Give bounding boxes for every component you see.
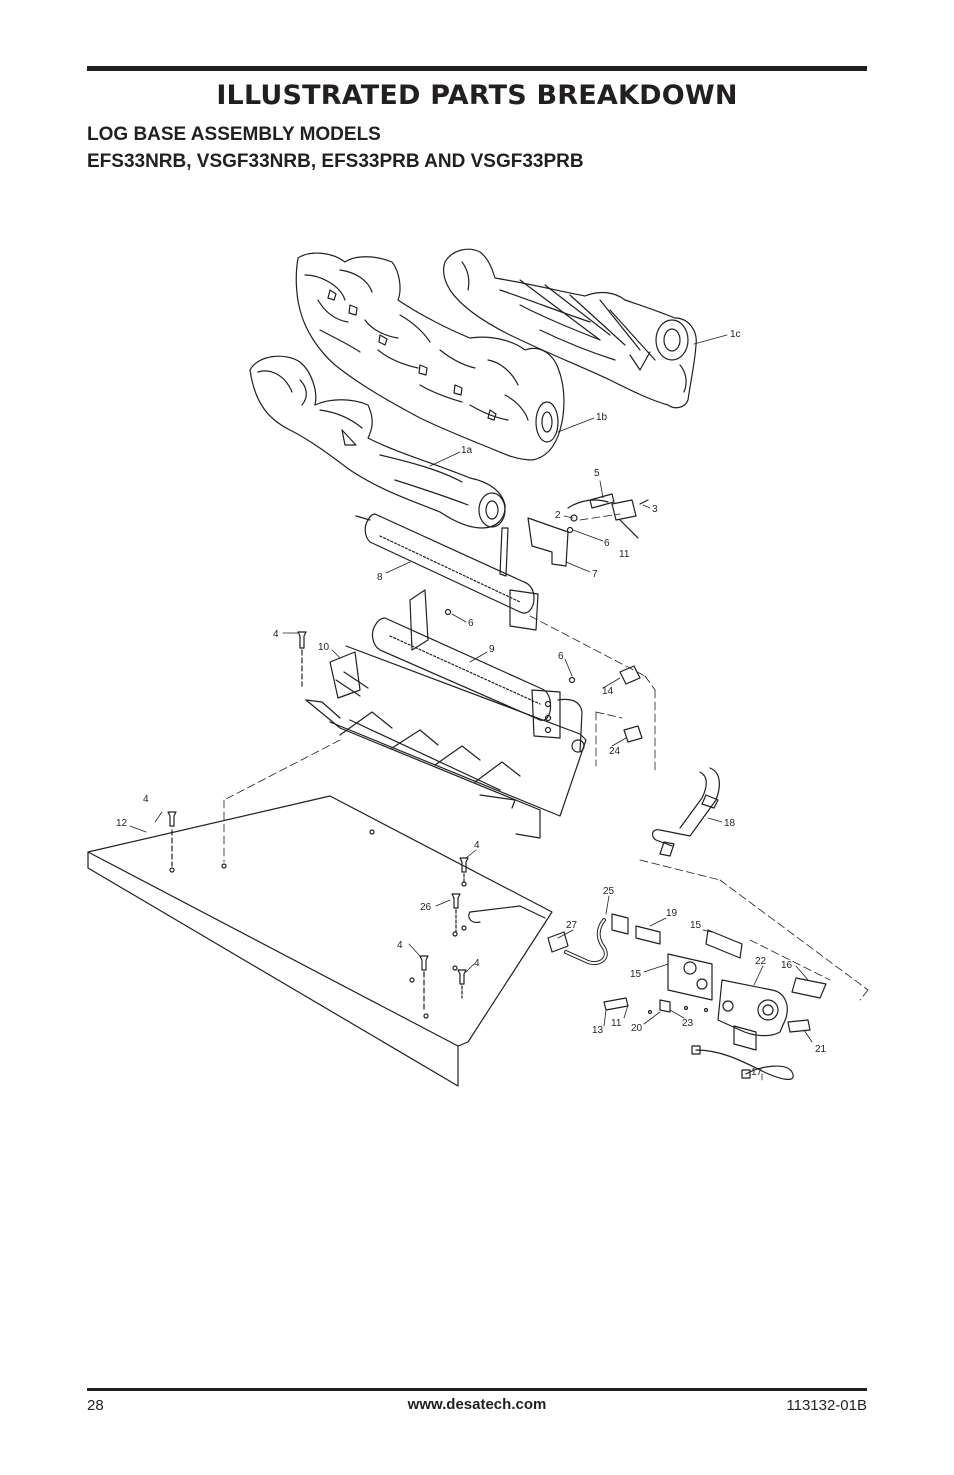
callout-4-burner: 4	[273, 629, 279, 640]
log-1a	[249, 355, 506, 529]
callout-18: 18	[724, 818, 736, 829]
screws	[167, 631, 469, 1013]
log-1b	[295, 252, 565, 461]
callout-22: 22	[755, 956, 767, 967]
flex-gas-line-25	[564, 913, 629, 965]
callout-4-pan-left: 4	[143, 794, 149, 805]
callout-1c: 1c	[730, 329, 741, 340]
callout-16: 16	[781, 960, 793, 971]
assembly-lines	[223, 513, 869, 1001]
manifold-tube-18	[651, 767, 720, 857]
callout-7: 7	[592, 569, 598, 580]
base-pan-12	[87, 795, 553, 1087]
callout-labels: 1c 1b 1a 5 3 2 6 11 7 8 6 4 10 9 6 14 24…	[116, 329, 827, 1078]
document-code: 113132-01B	[786, 1397, 867, 1414]
website-link[interactable]: www.desatech.com	[407, 1396, 547, 1413]
grate-frame	[305, 645, 587, 839]
callout-6-top: 6	[604, 538, 610, 549]
callout-1b: 1b	[596, 412, 608, 423]
callout-19: 19	[666, 908, 678, 919]
callout-27: 27	[566, 920, 578, 931]
burner-9	[329, 589, 583, 753]
callout-21: 21	[815, 1044, 827, 1055]
callout-25: 25	[603, 886, 615, 897]
callout-15-upper: 15	[690, 920, 702, 931]
top-rule	[87, 66, 867, 71]
pilot-assembly	[527, 493, 649, 567]
callout-14: 14	[602, 686, 614, 697]
subtitle-line-1: LOG BASE ASSEMBLY MODELS	[87, 124, 381, 145]
log-1c	[443, 248, 697, 409]
callout-10: 10	[318, 642, 330, 653]
callout-6-mid: 6	[468, 618, 474, 629]
callout-2: 2	[555, 510, 561, 521]
callout-23: 23	[682, 1018, 694, 1029]
callout-8: 8	[377, 572, 383, 583]
callout-15-lower: 15	[630, 969, 642, 980]
leader-lines	[129, 334, 813, 1081]
page-number: 28	[87, 1397, 104, 1414]
callout-9: 9	[489, 644, 495, 655]
bottom-rule	[87, 1388, 867, 1391]
callout-11-valve: 11	[611, 1018, 622, 1029]
callout-12: 12	[116, 818, 128, 829]
callout-24: 24	[609, 746, 621, 757]
callout-4-pan-center: 4	[474, 840, 480, 851]
callout-5: 5	[594, 468, 600, 479]
callout-1a: 1a	[461, 445, 473, 456]
callout-17: 17	[751, 1067, 763, 1078]
callout-6-low: 6	[558, 651, 564, 662]
page-title: ILLUSTRATED PARTS BREAKDOWN	[216, 80, 738, 111]
callout-13: 13	[592, 1025, 604, 1036]
callout-3: 3	[652, 504, 658, 515]
callout-4-pan-low-left: 4	[397, 940, 403, 951]
callout-20: 20	[631, 1023, 643, 1034]
burner-8	[355, 513, 539, 631]
callout-11-pilot: 11	[619, 549, 630, 560]
callout-26: 26	[420, 902, 432, 913]
callout-4-pan-low-right: 4	[474, 958, 480, 969]
gas-valve-assembly	[603, 925, 827, 1051]
wire-17	[691, 1045, 794, 1080]
subtitle-line-2: EFS33NRB, VSGF33NRB, EFS33PRB AND VSGF33…	[87, 151, 584, 172]
